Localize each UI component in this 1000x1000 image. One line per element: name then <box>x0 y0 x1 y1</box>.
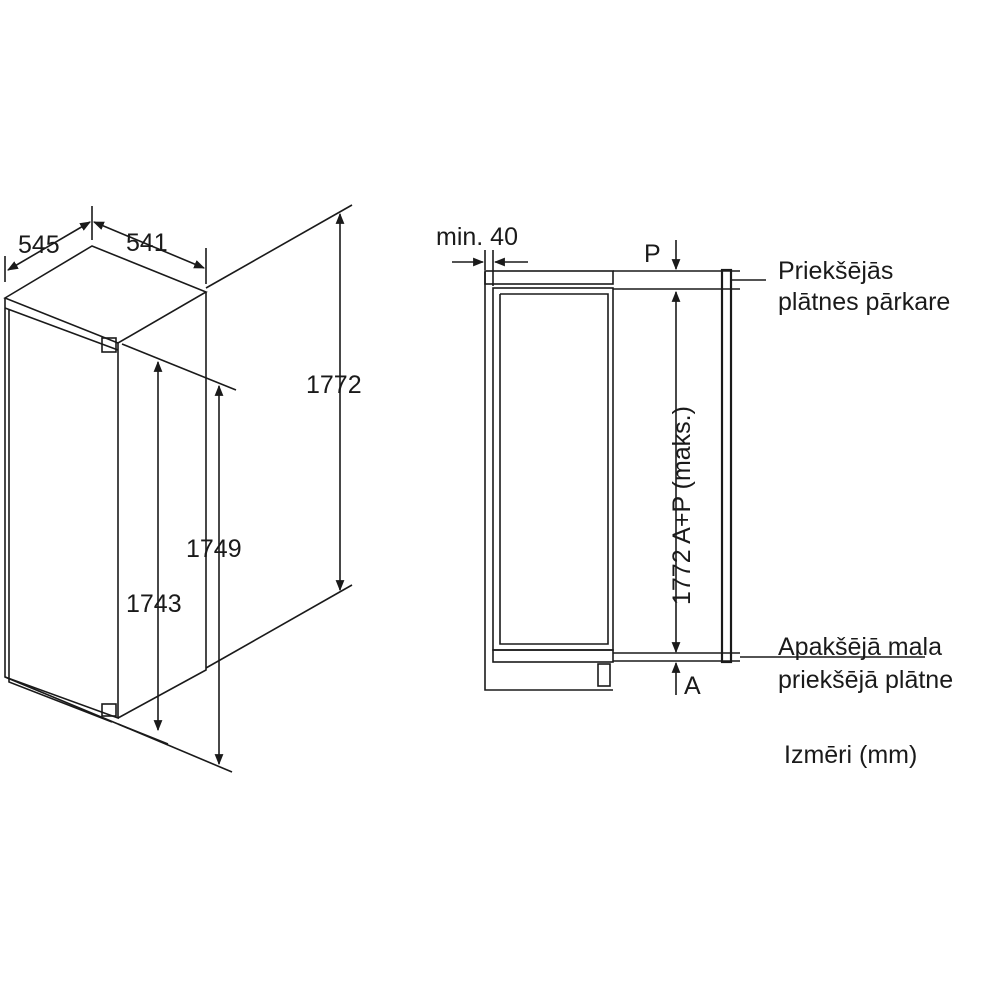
dim-1743-ext-bottom <box>117 723 169 745</box>
dim-p: P <box>613 240 740 290</box>
door-panel-edge <box>8 310 113 723</box>
dim-1749-label: 1749 <box>186 535 242 563</box>
callout-bottom-line1: Apakšējā mala <box>778 633 942 661</box>
dim-depth-line <box>7 221 91 271</box>
dim-height-total: 1772 <box>205 204 362 669</box>
front-panel <box>720 268 733 664</box>
niche-outline <box>484 272 613 691</box>
dim-p-label: P <box>644 240 661 268</box>
dim-1772-label: 1772 <box>306 371 362 399</box>
dim-width: 541 <box>92 221 207 284</box>
dim-1772-ext-top <box>205 204 353 289</box>
units-note: Izmēri (mm) <box>784 741 917 769</box>
dim-width-line <box>92 221 206 269</box>
niche-section <box>484 268 733 691</box>
dim-vertical-ap: 1772 A+P (maks.) <box>668 290 696 654</box>
dim-a: A <box>613 652 740 700</box>
niche-top-cover <box>484 270 614 285</box>
dim-gap-label: min. 40 <box>436 223 518 251</box>
dim-height-1743: 1743 <box>117 360 182 745</box>
callout-top-line2: plātnes pārkare <box>778 288 950 316</box>
dim-width-label: 541 <box>126 229 168 257</box>
callout-top: Priekšējās plātnes pārkare <box>731 257 950 316</box>
callout-bottom-line2: priekšējā plātne <box>778 666 953 694</box>
plinth-foot <box>597 663 611 687</box>
door-bottom-hinge <box>101 703 117 717</box>
appliance-inner <box>499 293 609 645</box>
appliance-body <box>492 287 614 651</box>
dim-1743-label: 1743 <box>126 590 182 618</box>
cabinet-top-face <box>3 245 208 344</box>
door-hinge <box>101 337 117 353</box>
dim-ap-label: 1772 A+P (maks.) <box>668 406 696 605</box>
dim-depth: 545 <box>4 206 93 282</box>
dim-a-label: A <box>684 672 701 700</box>
door-top-edge <box>4 307 119 351</box>
dim-min-gap: min. 40 <box>436 223 528 286</box>
dim-1749-ext-top <box>121 343 237 391</box>
appliance-isometric <box>3 245 208 725</box>
cabinet-base <box>4 676 119 725</box>
callout-bottom: Apakšējā mala priekšējā plātne <box>740 633 953 694</box>
callout-top-line1: Priekšējās <box>778 257 893 285</box>
dim-depth-label: 545 <box>18 231 60 259</box>
cabinet-front-face <box>4 298 119 720</box>
appliance-plinth <box>492 649 614 663</box>
dim-1772-ext-bottom <box>205 584 353 669</box>
cabinet-side-face <box>117 292 207 719</box>
